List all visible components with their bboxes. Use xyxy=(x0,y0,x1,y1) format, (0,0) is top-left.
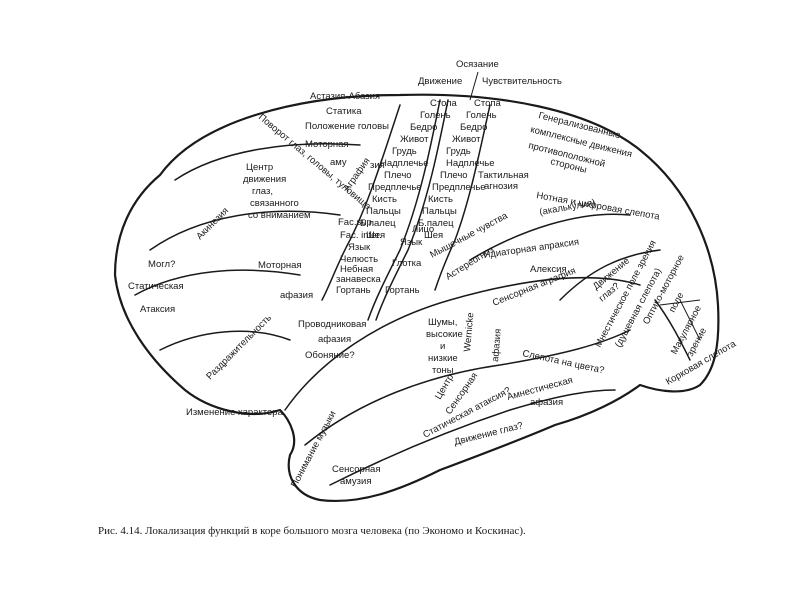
label-sensory-foot: Стопа xyxy=(474,98,502,109)
label-movement: Движение xyxy=(418,76,462,87)
precentral-sulcus xyxy=(321,104,401,301)
label-amnestic-aphasia: афазия xyxy=(530,397,563,408)
label-motor-foot: Стопа xyxy=(430,98,458,109)
label-motor-shoulder: Плечо xyxy=(384,170,412,181)
superior-temporal-sulcus xyxy=(304,329,631,446)
label-zia: зия xyxy=(370,160,385,171)
brain-outline xyxy=(113,93,720,503)
label-motor-aphasia-1: Моторная xyxy=(258,260,302,271)
frontal-gyrus-line xyxy=(134,269,301,296)
label-sensory-neck: Шея xyxy=(424,230,443,241)
label-ataxia: Атаксия xyxy=(140,304,175,315)
label-tones: тоны xyxy=(432,365,454,376)
superior-frontal-sulcus xyxy=(174,143,361,181)
label-fac-infer: Fac. infer. xyxy=(340,230,382,241)
intraparietal-sulcus xyxy=(469,213,631,261)
label-with-attention: со вниманием xyxy=(248,210,311,221)
label-sensory-belly: Живот xyxy=(452,134,481,145)
label-motor-neck: Шея xyxy=(366,230,385,241)
label-sensory-forearm: Предплечье xyxy=(432,182,486,193)
label-touch: Осязание xyxy=(456,59,499,70)
label-wernicke: Wernicke xyxy=(462,312,476,352)
label-motor-forearm: Предплечье xyxy=(368,182,422,193)
label-amu: аму xyxy=(330,157,347,168)
label-eye-center: Центр xyxy=(246,162,273,173)
label-motor-shoulder-girdle: Надплечье xyxy=(380,158,429,169)
label-soft-palate: Небная xyxy=(340,264,373,275)
parieto-occipital-line xyxy=(559,249,661,301)
label-agnosia: агнозия xyxy=(484,181,518,192)
label-mogl: Могл? xyxy=(148,259,175,270)
leader-line xyxy=(679,299,701,341)
label-sensory-amusia-1: Сенсорная xyxy=(332,464,381,475)
leader-line xyxy=(659,299,701,306)
label-astasia-abasia: Астазия-Абазия xyxy=(310,91,380,102)
label-motor-belly: Живот xyxy=(400,134,429,145)
label-sensory-chest: Грудь xyxy=(446,146,471,157)
label-eyes: глаз, xyxy=(252,186,273,197)
postcentral-sulcus xyxy=(434,104,491,291)
label-conduction-aphasia: афазия xyxy=(318,334,351,345)
label-akinesia: Акинезия xyxy=(194,205,231,242)
label-tactile: Тактильная xyxy=(478,170,529,181)
orbital-sulcus xyxy=(159,330,291,351)
occipital-sulcus xyxy=(654,299,691,361)
label-motor-hand: Кисть xyxy=(372,194,397,205)
label-pharynx: Глотка xyxy=(392,258,422,269)
label-static: Статическая xyxy=(128,281,184,292)
label-conduction: Проводниковая xyxy=(298,319,366,330)
label-jaw: Челюсть xyxy=(340,254,378,265)
label-smell: Обоняние? xyxy=(305,350,355,361)
label-motor-thigh: Бедро xyxy=(410,122,437,133)
label-motor-fingers: Пальцы xyxy=(366,206,401,217)
label-alexia: Алексия xyxy=(530,264,567,275)
label-head-position: Положение головы xyxy=(305,121,389,132)
label-velum: занавеска xyxy=(336,274,382,285)
label-connected: связанного xyxy=(250,198,299,209)
label-sensory-shin: Голень xyxy=(466,110,497,121)
label-motor-am: Моторная xyxy=(305,139,349,150)
label-irritability: Раздражительность xyxy=(204,313,274,383)
central-sulcus-inner xyxy=(375,99,449,321)
leader-line xyxy=(469,71,479,101)
label-character-change: Изменение характера xyxy=(186,407,284,418)
label-larynx-motor: Гортань xyxy=(336,285,371,296)
label-motor-shin: Голень xyxy=(420,110,451,121)
label-tongue-sensory: Язык xyxy=(400,237,423,248)
label-motor-thumb: Б.палец xyxy=(360,218,396,229)
label-ideatory-apraxia: Идиаторная апраксия xyxy=(483,237,580,261)
label-fac-sup: Fac.sup. xyxy=(338,217,374,228)
label-motor-aphasia-2: афазия xyxy=(280,290,313,301)
label-and: и xyxy=(440,341,445,352)
central-sulcus xyxy=(367,99,441,321)
figure-caption: Рис. 4.14. Локализация функций в коре бо… xyxy=(98,525,526,537)
label-sensory-thumb: Б.палец xyxy=(418,218,454,229)
label-music-understanding: Понимание музыки xyxy=(289,409,339,489)
label-noises: Шумы, xyxy=(428,317,457,328)
label-face: Лицо xyxy=(412,224,434,235)
label-eye-movement: движения xyxy=(243,174,286,185)
inferior-frontal-sulcus xyxy=(149,210,341,251)
label-sensory-fingers: Пальцы xyxy=(422,206,457,217)
label-sensory-aphasia-2: афазия xyxy=(490,328,504,362)
label-motor-chest: Грудь xyxy=(392,146,417,157)
inferior-temporal-sulcus xyxy=(329,389,616,486)
label-eye-movement-q2: Движение глаз? xyxy=(453,420,524,448)
label-sensory-amusia-2: амузия xyxy=(340,476,371,487)
label-larynx-sensory: Гортань xyxy=(385,285,420,296)
label-sensitivity: Чувствительность xyxy=(482,76,562,87)
label-low: низкие xyxy=(428,353,458,364)
label-sensory-shoulder: Плечо xyxy=(440,170,468,181)
label-tongue-motor: Язык xyxy=(348,242,371,253)
label-high: высокие xyxy=(426,329,463,340)
label-sensory-hand: Кисть xyxy=(428,194,453,205)
label-sensory-shoulder-girdle: Надплечье xyxy=(446,158,495,169)
label-statics: Статика xyxy=(326,106,362,117)
label-sensory-thigh: Бедро xyxy=(460,122,487,133)
